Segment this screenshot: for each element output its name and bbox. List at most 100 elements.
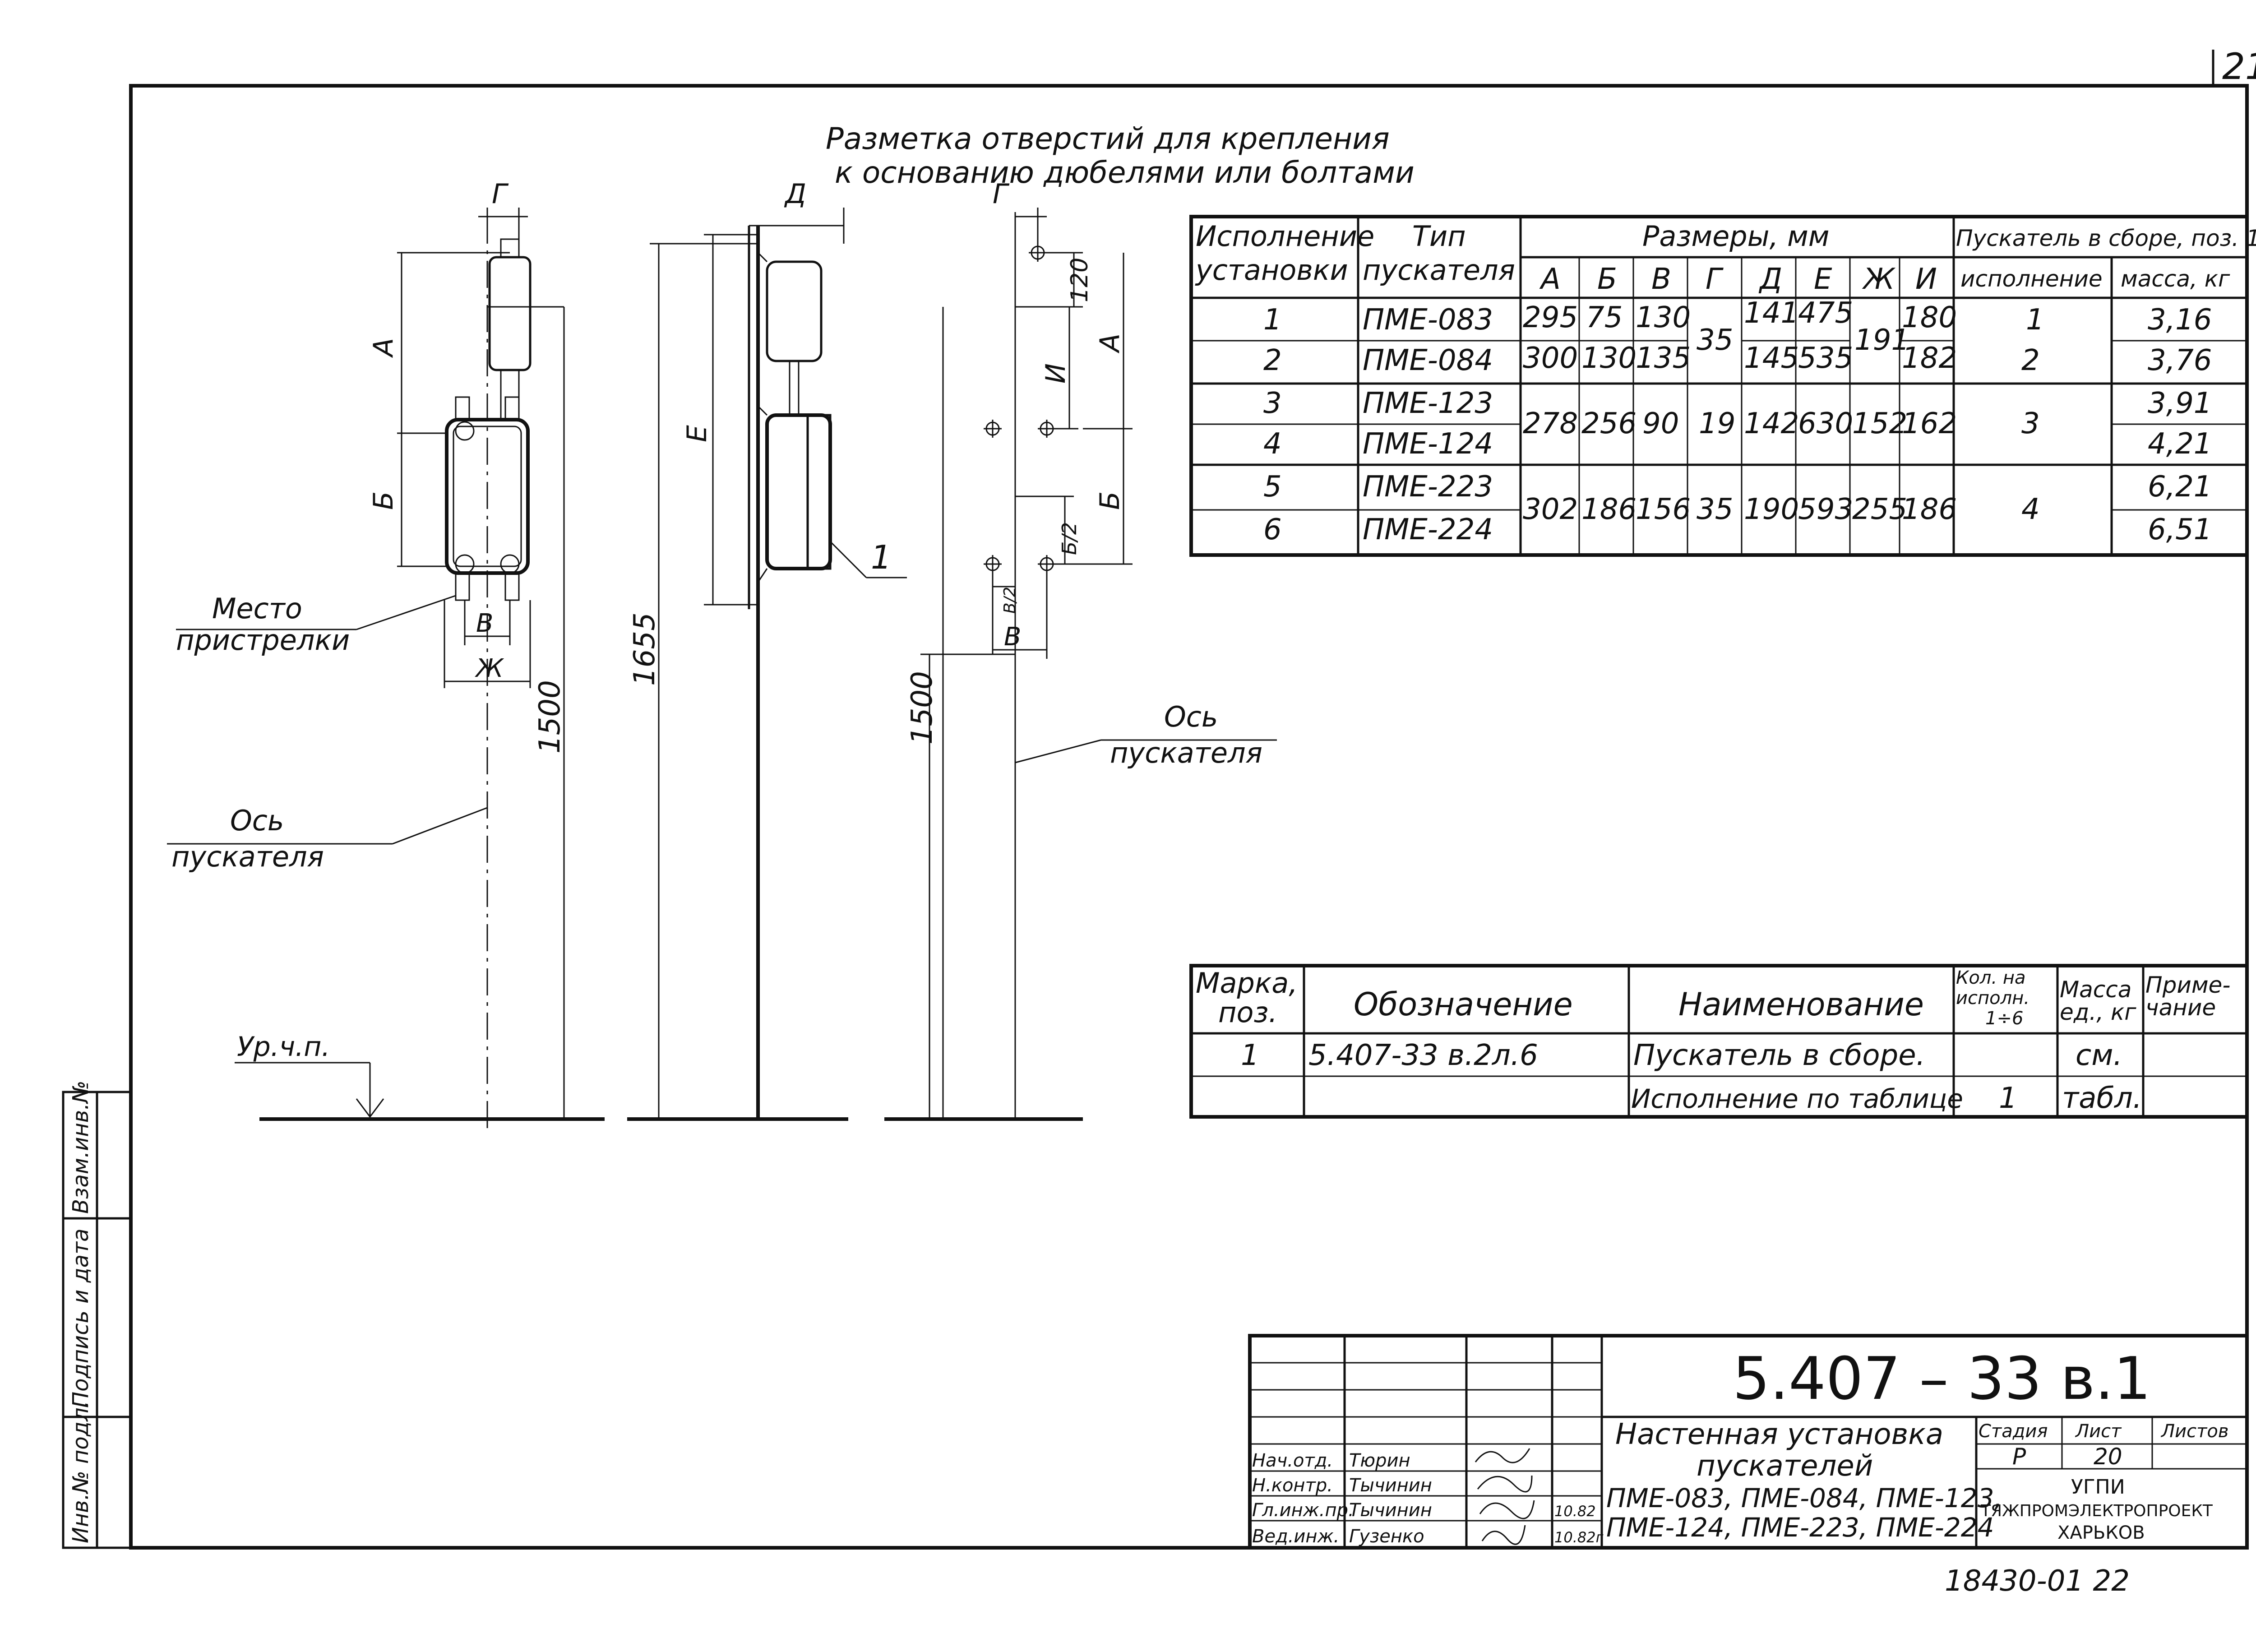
row34-G: 19	[1699, 407, 1735, 440]
spec-h-oboz: Обозначение	[1354, 986, 1573, 1023]
row2-n: 2	[1263, 344, 1282, 377]
row2-mass: 3,76	[2148, 344, 2212, 377]
name-2: Тычинин	[1349, 1475, 1432, 1496]
row1-mass: 3,16	[2148, 303, 2212, 337]
row1-type: ПМЕ-083	[1363, 303, 1493, 337]
note-title-line1: Разметка отверстий для крепления	[826, 121, 1390, 156]
th-tip-1: Тип	[1412, 220, 1466, 253]
th-col-Zh: Ж	[1862, 263, 1896, 296]
th-ispolnenie-2: установки	[1195, 254, 1348, 287]
row2-E: 535	[1798, 342, 1853, 375]
dim-Zh-front: Ж	[475, 654, 504, 683]
row1-B: 75	[1586, 301, 1623, 334]
dim-G-front: Г	[492, 178, 509, 210]
dim-V-front: В	[476, 609, 493, 638]
label-mesto-1: Место	[212, 592, 302, 625]
row12-G: 35	[1697, 324, 1733, 357]
name-4: Гузенко	[1349, 1526, 1424, 1547]
spec-h-kol-2: исполн.	[1956, 988, 2029, 1009]
tb-title-3: ПМЕ-083, ПМЕ-084, ПМЕ-123,	[1606, 1483, 2002, 1513]
sheet-number: 21	[2222, 46, 2256, 88]
isp-2: 2	[2021, 344, 2040, 377]
role-2: Н.контр.	[1252, 1475, 1333, 1496]
label-os-1: Ось	[230, 804, 284, 837]
row56-G: 35	[1697, 493, 1733, 526]
row56-V: 156	[1636, 493, 1691, 526]
side-view: Д Е 1655 1	[627, 178, 907, 1121]
row56-I: 186	[1902, 493, 1957, 526]
tb-list: 20	[2094, 1444, 2122, 1470]
row2-I: 182	[1902, 342, 1957, 375]
row34-A: 278	[1523, 407, 1578, 440]
row4-type: ПМЕ-124	[1363, 427, 1493, 461]
dim-D-side: Д	[784, 178, 806, 210]
spec-h-naim: Наименование	[1678, 986, 1924, 1023]
dim-E-side: Е	[681, 425, 713, 442]
row56-A: 302	[1523, 493, 1578, 526]
label-os-2: пускателя	[171, 840, 324, 873]
isp-34: 3	[2021, 407, 2040, 440]
label-floor: Ур.ч.п.	[237, 1031, 330, 1063]
label-os-holes-1: Ось	[1164, 700, 1218, 733]
th-puskatel: Пускатель в сборе, поз. 1	[1956, 225, 2256, 251]
th-col-I: И	[1915, 263, 1937, 296]
role-3: Гл.инж.пр.	[1252, 1500, 1354, 1521]
dim-I-holes: И	[1040, 363, 1072, 384]
name-1: Тюрин	[1349, 1450, 1410, 1471]
row1-A: 295	[1523, 301, 1578, 334]
archive-number: 18430-01 22	[1945, 1564, 2130, 1598]
label-mesto-2: пристрелки	[176, 624, 350, 657]
row2-A: 300	[1523, 342, 1578, 375]
th-col-B: Б	[1597, 263, 1617, 296]
th-col-E: Е	[1814, 263, 1832, 296]
row1-n: 1	[1263, 303, 1282, 337]
date-1: 10.82	[1554, 1503, 1596, 1520]
row12-Zh: 191	[1854, 324, 1909, 357]
row56-B: 186	[1581, 493, 1637, 526]
row3-mass: 3,91	[2148, 387, 2212, 420]
front-view: А Б 1500 Г В Ж Место пристрелки Ось пуск…	[167, 178, 605, 1128]
row1-E: 475	[1798, 296, 1853, 330]
row34-D: 142	[1744, 407, 1799, 440]
row5-type: ПМЕ-223	[1363, 470, 1493, 504]
row2-B: 130	[1581, 342, 1637, 375]
spec-h-kol-3: 1÷6	[1985, 1008, 2023, 1029]
dim-B-front: Б	[368, 491, 399, 510]
spec-h-prim-1: Приме-	[2145, 972, 2230, 998]
row56-E: 593	[1798, 493, 1853, 526]
row56-D: 190	[1744, 493, 1799, 526]
name-3: Тычинин	[1349, 1500, 1432, 1521]
spec-h-marka-2: поз.	[1218, 996, 1277, 1029]
dimensions-table: Исполнение установки Тип пускателя Разме…	[1189, 215, 2256, 557]
row34-V: 90	[1642, 407, 1679, 440]
tb-stadiya: Р	[2012, 1444, 2026, 1470]
spec-r1-massa: см.	[2076, 1039, 2122, 1072]
title-block: 5.407 – 33 в.1 Настенная установка пуска…	[1248, 1334, 2249, 1550]
row1-V: 130	[1636, 301, 1691, 334]
dim-A-front: А	[368, 338, 399, 358]
th-col-A: А	[1539, 263, 1561, 296]
th-col-D: Д	[1758, 263, 1782, 296]
row3-n: 3	[1263, 387, 1282, 420]
dim-B-holes: Б	[1094, 491, 1126, 510]
row5-mass: 6,21	[2148, 470, 2212, 504]
row34-B: 256	[1581, 407, 1637, 440]
dim-1655-side: 1655	[628, 612, 661, 686]
dim-G-holes: Г	[993, 178, 1010, 210]
row1-D: 141	[1744, 296, 1799, 330]
specification-table: Марка, поз. Обозначение Наименование Кол…	[1189, 964, 2249, 1119]
dim-1500-holes: 1500	[906, 671, 939, 745]
tb-org-2: ТЯЖПРОМЭЛЕКТРОПРОЕКТ	[1980, 1502, 2213, 1520]
role-4: Вед.инж.	[1252, 1526, 1339, 1547]
note-title-line2: к основанию дюбелями или болтами	[835, 155, 1415, 190]
role-1: Нач.отд.	[1252, 1450, 1333, 1471]
dim-1500-front: 1500	[533, 680, 567, 754]
row6-n: 6	[1263, 513, 1282, 546]
th-massa: масса, кг	[2121, 266, 2230, 292]
row2-type: ПМЕ-084	[1363, 344, 1493, 377]
th-ispol: исполнение	[1960, 266, 2103, 292]
tb-list-h: Лист	[2075, 1421, 2122, 1442]
stamp-inv: Инв.№ подл.	[68, 1401, 93, 1543]
position-mark: 1	[871, 538, 892, 576]
